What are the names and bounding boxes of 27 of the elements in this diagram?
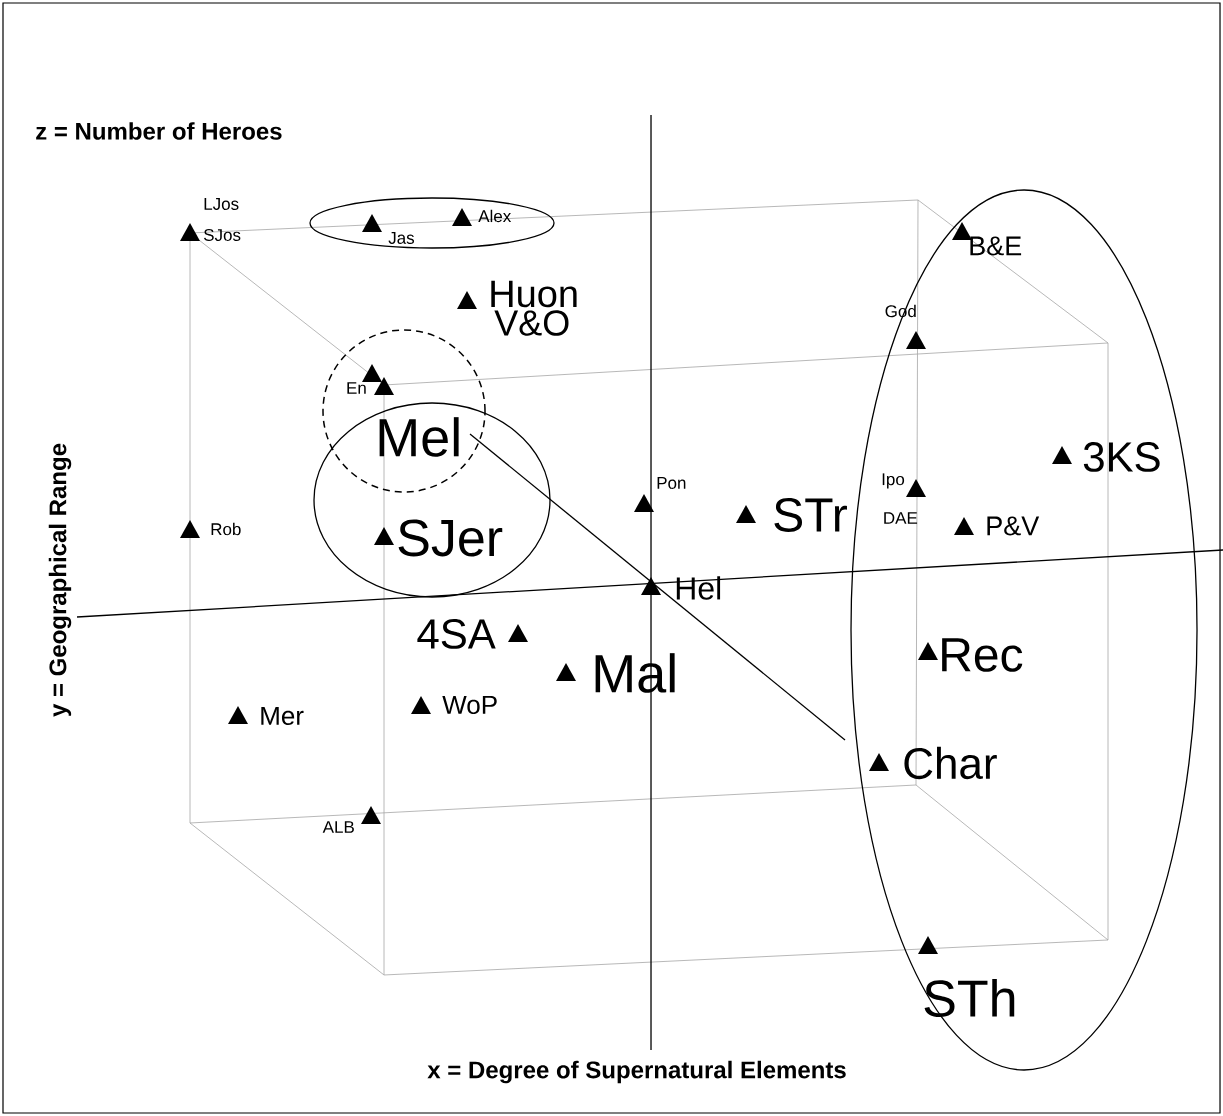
point-label: Char [904, 746, 997, 780]
point-label: SJos [203, 228, 241, 241]
point-label: ALB [322, 821, 354, 833]
point-label: SJer [398, 519, 503, 557]
point-label: Rec [942, 638, 1023, 672]
point-label: 4SA [417, 619, 496, 649]
point-label: STr [774, 498, 847, 532]
point-label: Rob [211, 522, 241, 536]
point-label: LJos [204, 198, 239, 210]
point-label: En [347, 382, 366, 394]
point-label: Jas [388, 232, 415, 244]
point-label: Pon [657, 477, 686, 489]
point-label: B&E [970, 236, 1022, 256]
point-label: 3KS [1083, 442, 1160, 472]
axis-title: x = Degree of Supernatural Elements [427, 1060, 846, 1084]
point-label: P&V [987, 516, 1040, 536]
point-label: Mel [379, 417, 459, 457]
point-label: Hel [676, 576, 721, 600]
axis-title: y = Geographical Range [48, 443, 72, 717]
point-label: Ipo [882, 473, 905, 489]
axis-title: z = Number of Heroes [36, 122, 282, 140]
point-label: Huon [491, 280, 577, 308]
point-label: Alex [478, 209, 512, 223]
point-label: Mer [261, 706, 304, 726]
point-label: V&O [494, 310, 569, 336]
point-label: WoP [442, 695, 497, 715]
point-label: DAE [884, 512, 918, 524]
